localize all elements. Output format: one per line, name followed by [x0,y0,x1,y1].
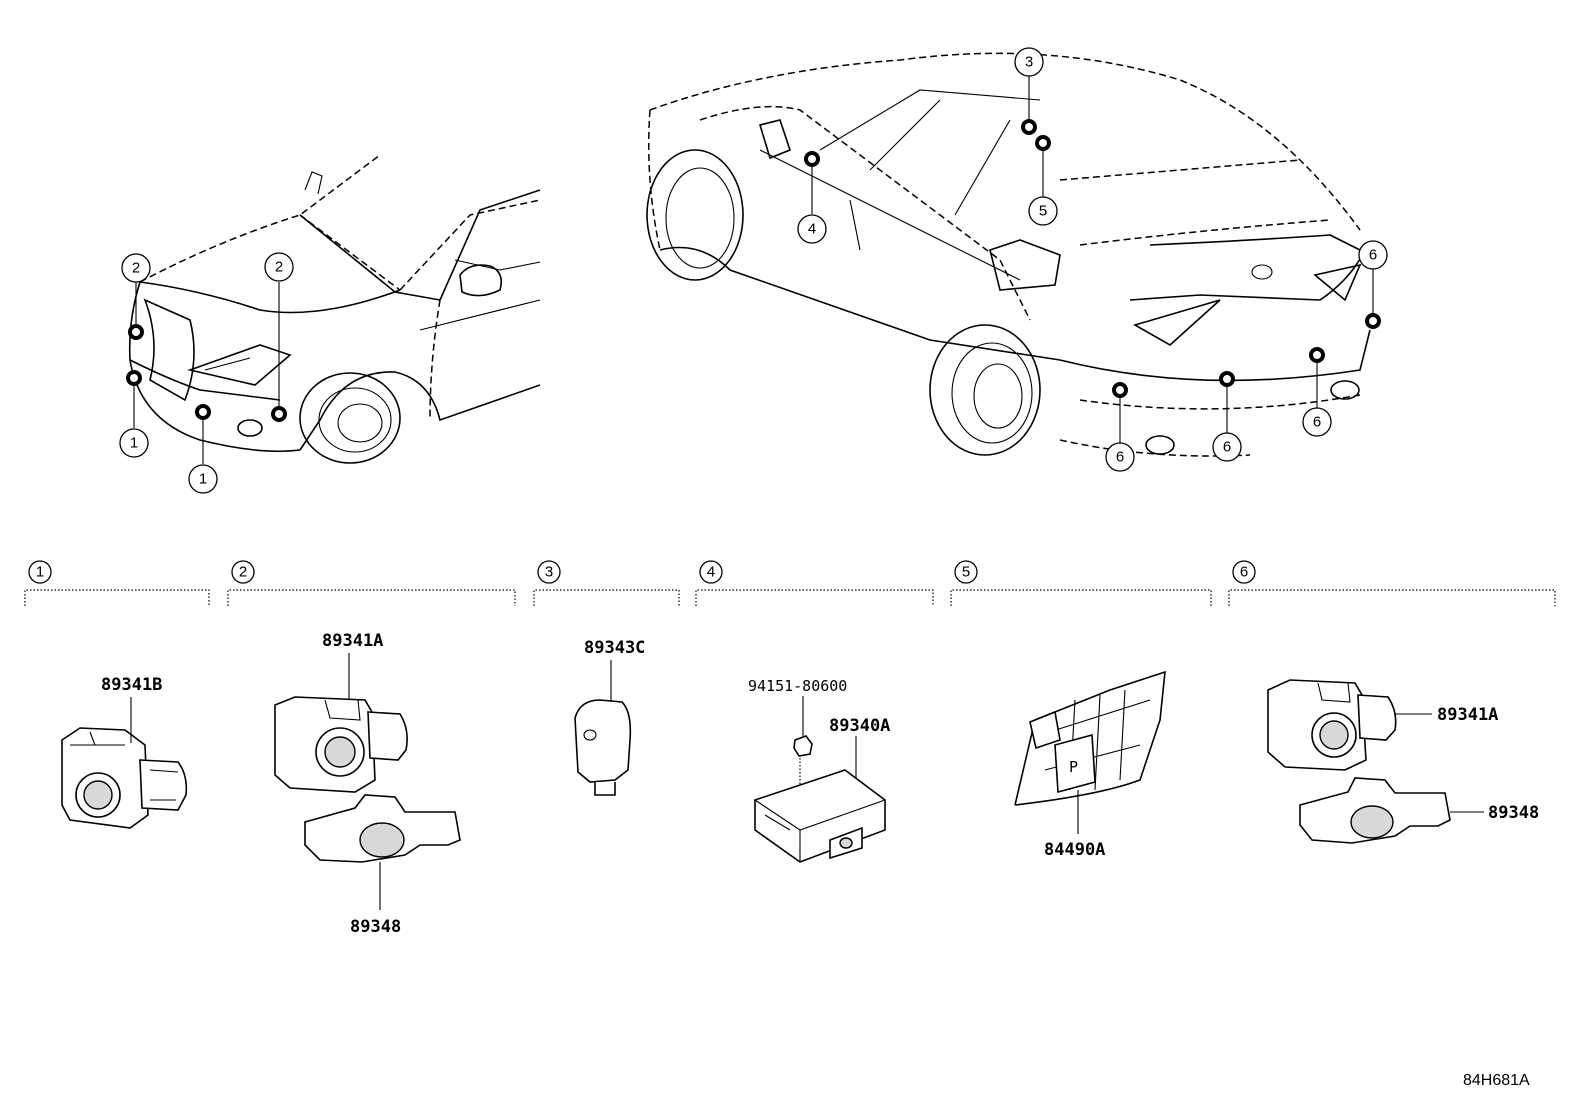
svg-text:1: 1 [36,564,44,581]
part-89341B-sensor [61,697,188,829]
svg-text:2: 2 [132,260,140,277]
svg-text:6: 6 [1240,564,1248,581]
parking-switch-5 [1035,135,1051,151]
part-89343C-buzzer [574,660,632,796]
part-number-89341A-group2: 89341A [322,631,383,651]
part-89341A-sensor-front [274,653,408,793]
front-sensor-1-center [195,404,211,420]
rear-sensor-6-corner-left [1112,382,1128,398]
callout-2-front-side: 2 [264,252,294,282]
rear-sensor-6-center-left [1219,371,1235,387]
part-number-84490A: 84490A [1044,840,1105,860]
callout-3-rear: 3 [1014,47,1044,77]
part-number-89343C: 89343C [584,638,645,658]
group-header-1: 1 [24,560,210,606]
ecu-4 [804,151,820,167]
part-number-89340A: 89340A [829,716,890,736]
front-car-illustration [128,154,541,464]
part-84490A-switch-panel: P [1014,670,1166,834]
callout-1-front-corner: 1 [119,428,149,458]
part-89340A-ecu [754,736,886,863]
part-number-89348-group6: 89348 [1488,803,1539,823]
svg-text:6: 6 [1116,449,1124,466]
rear-car-illustration [646,52,1371,457]
callout-2-front-upper: 2 [121,253,151,283]
svg-text:4: 4 [707,564,715,581]
callout-6-rear-left: 6 [1105,442,1135,472]
part-number-94151-80600: 94151-80600 [748,677,847,695]
svg-text:6: 6 [1369,247,1377,264]
svg-text:1: 1 [130,435,138,452]
group-header-5: 5 [950,560,1212,606]
svg-text:5: 5 [962,564,970,581]
callout-5-rear: 5 [1028,196,1058,226]
part-number-89341B: 89341B [101,675,162,695]
front-sensor-1-corner [126,370,142,386]
interior-buzzer-3 [1021,119,1037,135]
svg-text:4: 4 [808,221,816,238]
svg-text:6: 6 [1223,439,1231,456]
rear-sensor-6-center-right [1309,347,1325,363]
svg-text:5: 5 [1039,203,1047,220]
rear-sensor-6-corner-right [1365,313,1381,329]
part-89348-retainer-rear [1299,777,1484,844]
group-header-4: 4 [695,560,934,606]
group-header-2: 2 [227,560,516,606]
svg-text:2: 2 [275,259,283,276]
svg-text:6: 6 [1313,414,1321,431]
front-sensor-2-upper [128,324,144,340]
callout-6-rear-center-right: 6 [1302,407,1332,437]
svg-text:3: 3 [545,564,553,581]
front-sensor-2-side [271,406,287,422]
svg-text:1: 1 [199,471,207,488]
callout-6-rear-center-left: 6 [1212,432,1242,462]
diagram-code: 84H681A [1463,1072,1530,1089]
part-89341A-sensor-rear [1267,679,1432,771]
group-header-6: 6 [1228,560,1556,606]
part-89348-retainer-front [304,794,461,910]
callout-1-front-center: 1 [188,464,218,494]
callout-6-rear-right: 6 [1358,240,1388,270]
part-94151-80600-nut [793,696,813,790]
callout-4-rear: 4 [797,214,827,244]
group-header-3: 3 [533,560,680,606]
svg-text:2: 2 [239,564,247,581]
svg-text:3: 3 [1025,54,1033,71]
part-number-89341A-group6: 89341A [1437,705,1498,725]
switch-label-P: P [1069,758,1078,776]
part-number-89348-group2: 89348 [350,917,401,937]
